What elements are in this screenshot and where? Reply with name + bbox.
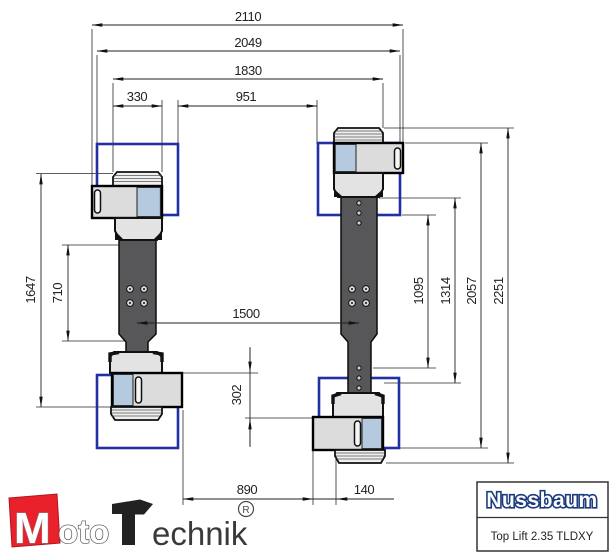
dimension-1500: 1500	[136, 306, 360, 325]
extension-lines	[36, 29, 514, 505]
logo-hammer-t	[112, 499, 153, 545]
right-bolt-flange	[348, 285, 370, 307]
bottom-left-pad	[108, 350, 184, 421]
dimension-890: 890	[182, 482, 314, 501]
left-bolt-flange	[126, 285, 148, 307]
logo-echnik-text: echnik	[152, 515, 248, 552]
dimension-951: 951	[177, 89, 318, 108]
dimension-label: 2057	[464, 277, 479, 304]
dimension-label: 890	[237, 482, 258, 497]
left-lift-column	[118, 239, 157, 358]
dimension-1830: 1830	[112, 63, 384, 81]
dimension-label: 1647	[23, 276, 38, 303]
logo-oto-text: oto	[58, 513, 109, 550]
dimension-label: 1500	[232, 306, 259, 321]
dimension-label: 1095	[411, 277, 426, 304]
dimension-label: 1830	[234, 63, 261, 78]
dimension-330: 330	[112, 89, 163, 108]
dimension-2057: 2057	[464, 142, 483, 449]
dimension-2049: 2049	[96, 35, 401, 53]
dimension-label: 2251	[491, 277, 506, 304]
dimension-140: 140	[313, 482, 394, 501]
nussbaum-title-block: Nussbaum Top Lift 2.35 TLDXY	[476, 481, 609, 552]
dimension-label: 951	[236, 89, 257, 104]
dimension-label: 2049	[234, 35, 261, 50]
logo-letter-m: M	[14, 504, 51, 553]
dimension-label: 330	[127, 89, 148, 104]
brand-logo-text: Nussbaum	[486, 489, 597, 512]
right-lift-column	[340, 196, 378, 400]
moto-technik-logo: M oto echnik R	[8, 493, 255, 554]
dimension-1314: 1314	[438, 197, 457, 384]
dimension-label: 302	[229, 385, 244, 406]
registered-mark-letter: R	[242, 505, 249, 516]
dimension-label: 710	[50, 283, 65, 304]
dimension-302: 302	[229, 347, 252, 447]
bottom-right-pad	[311, 391, 386, 464]
model-name-text: Top Lift 2.35 TLDXY	[491, 531, 594, 543]
top-right-pad	[332, 127, 405, 198]
dimension-label: 140	[354, 482, 375, 497]
dimension-2251: 2251	[491, 127, 510, 464]
dimension-710: 710	[50, 244, 70, 342]
dimension-label: 2110	[235, 9, 262, 24]
registered-mark-icon	[237, 500, 255, 518]
title-block-border	[476, 481, 609, 552]
dimension-label: 1314	[438, 277, 453, 304]
dimension-1647: 1647	[23, 173, 43, 408]
logo-red-shape	[8, 493, 61, 548]
dimension-2110: 2110	[91, 9, 404, 27]
dimension-1095: 1095	[411, 214, 430, 369]
top-left-pad	[90, 171, 164, 241]
